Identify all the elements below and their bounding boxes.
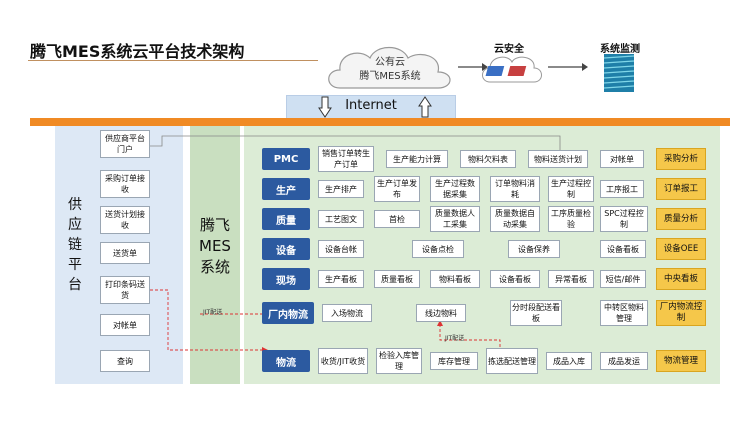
module-item[interactable]: 生产过程数据采集 — [430, 176, 480, 202]
security-label: 云安全 — [494, 44, 524, 55]
module-item[interactable]: 设备点检 — [412, 240, 464, 258]
module-item[interactable]: 收货/JIT收货 — [318, 348, 368, 374]
module-item[interactable]: 质量数据自动采集 — [490, 206, 540, 232]
module-item[interactable]: 异常看板 — [548, 270, 594, 288]
category-site[interactable]: 现场 — [262, 268, 310, 290]
module-item[interactable]: 线边物料 — [416, 304, 466, 322]
chain-item[interactable]: 对帐单 — [100, 314, 150, 336]
chain-item[interactable]: 查询 — [100, 350, 150, 372]
cloud-icon — [328, 46, 451, 89]
module-item[interactable]: 生产看板 — [318, 270, 364, 288]
chain-char: 应 — [68, 217, 82, 233]
monitor-label: 系统监测 — [600, 44, 640, 55]
chain-char: 链 — [68, 237, 82, 253]
analysis-item[interactable]: 采购分析 — [656, 148, 706, 170]
module-item[interactable]: 设备看板 — [600, 240, 646, 258]
category-equipment[interactable]: 设备 — [262, 238, 310, 260]
module-item[interactable]: 首检 — [374, 210, 420, 228]
module-item[interactable]: 销售订单转生产订单 — [318, 146, 374, 172]
mes-line: MES — [199, 237, 231, 255]
title-underline — [28, 60, 318, 61]
category-logistics[interactable]: 物流 — [262, 350, 310, 372]
arrow-up-icon — [418, 96, 432, 118]
module-item[interactable]: 质量看板 — [374, 270, 420, 288]
module-item[interactable]: 生产能力计算 — [386, 150, 448, 168]
module-item[interactable]: 中转区物料管理 — [600, 300, 648, 326]
module-item[interactable]: 拣选配送管理 — [486, 348, 538, 374]
arrow-right-icon — [458, 63, 488, 71]
mes-line: 系统 — [199, 258, 230, 276]
module-item[interactable]: 入场物流 — [322, 304, 372, 322]
arrow-right-icon-2 — [548, 63, 588, 71]
analysis-item[interactable]: 质量分析 — [656, 208, 706, 230]
module-item[interactable]: 对帐单 — [600, 150, 644, 168]
module-item[interactable]: 成品入库 — [546, 352, 592, 370]
cloud-line2: 腾飞MES系统 — [359, 71, 421, 82]
cloud-security-icon — [482, 56, 542, 83]
module-item[interactable]: 检验入库管理 — [376, 348, 422, 374]
analysis-item[interactable]: 设备OEE — [656, 238, 706, 260]
module-item[interactable]: 质量数据人工采集 — [430, 206, 480, 232]
cloud-line1: 公有云 — [375, 57, 405, 68]
module-item[interactable]: 库存管理 — [430, 352, 478, 370]
analysis-item[interactable]: 订单报工 — [656, 178, 706, 200]
module-item[interactable]: 物料欠料表 — [460, 150, 516, 168]
category-quality[interactable]: 质量 — [262, 208, 310, 230]
category-inplant-logistics[interactable]: 厂内物流 — [262, 302, 314, 324]
module-item[interactable]: 设备保养 — [508, 240, 560, 258]
chain-item[interactable]: 供应商平台门户 — [100, 130, 150, 158]
mes-title: 腾飞 MES 系统 — [190, 215, 240, 278]
monitor-icon — [604, 54, 634, 92]
arrow-down-icon — [318, 96, 332, 118]
module-item[interactable]: 生产订单发布 — [374, 176, 420, 202]
supply-chain-title: 供 应 链 平 台 — [60, 195, 90, 295]
module-item[interactable]: 物料送货计划 — [528, 150, 588, 168]
module-item[interactable]: SPC过程控制 — [600, 206, 648, 232]
chain-char: 平 — [68, 257, 82, 273]
module-item[interactable]: 订单物料消耗 — [490, 176, 540, 202]
module-item[interactable]: 物料看板 — [430, 270, 480, 288]
chain-item[interactable]: 采购订单接收 — [100, 170, 150, 198]
jit-label: JIT配送 — [445, 335, 465, 342]
module-item[interactable]: 生产排产 — [318, 180, 364, 198]
chain-char: 供 — [68, 197, 82, 213]
module-item[interactable]: 工序报工 — [600, 180, 644, 198]
analysis-item[interactable]: 物流管理 — [656, 350, 706, 372]
module-item[interactable]: 工艺图文 — [318, 210, 364, 228]
module-item[interactable]: 设备台帐 — [318, 240, 364, 258]
chain-item[interactable]: 送货计划接收 — [100, 206, 150, 234]
page-title: 腾飞MES系统云平台技术架构 — [30, 42, 245, 61]
module-item[interactable]: 设备看板 — [490, 270, 540, 288]
category-pmc[interactable]: PMC — [262, 148, 310, 170]
jit-label: JIT配送 — [203, 309, 223, 316]
mes-line: 腾飞 — [199, 216, 230, 234]
module-item[interactable]: 生产过程控制 — [548, 176, 594, 202]
analysis-item[interactable]: 厂内物流控制 — [656, 300, 706, 326]
orange-band — [30, 118, 730, 126]
module-item[interactable]: 工序质量检验 — [548, 206, 594, 232]
category-production[interactable]: 生产 — [262, 178, 310, 200]
internet-label: Internet — [345, 98, 397, 113]
chain-char: 台 — [68, 277, 82, 293]
analysis-item[interactable]: 中央看板 — [656, 268, 706, 290]
module-item[interactable]: 分时段配送看板 — [510, 300, 562, 326]
module-item[interactable]: 短信/邮件 — [600, 270, 646, 288]
chain-item[interactable]: 送货单 — [100, 242, 150, 264]
module-item[interactable]: 成品发运 — [600, 352, 648, 370]
cloud-label: 公有云 腾飞MES系统 — [330, 56, 450, 84]
chain-item[interactable]: 打印条码送货 — [100, 276, 150, 304]
